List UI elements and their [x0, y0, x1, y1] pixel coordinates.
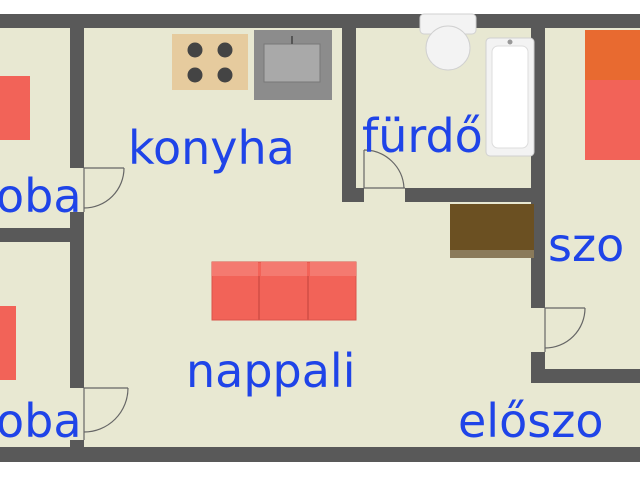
hall-top-wall	[531, 369, 640, 383]
right-partition-lower	[531, 352, 545, 372]
bathtub	[485, 37, 535, 157]
left-partition-middle	[70, 212, 84, 388]
kitchen-sink	[254, 30, 332, 100]
bath-bottom-wall-right	[405, 188, 545, 202]
door-right-room	[544, 307, 586, 352]
bottom-wall	[0, 447, 640, 462]
sofa	[211, 261, 357, 321]
bath-bottom-wall-left	[342, 188, 364, 202]
room-label-eloszoba: előszo	[458, 394, 603, 448]
bed-left-bottom	[0, 306, 16, 380]
room-label-furdo: fürdő	[362, 109, 483, 163]
top-wall	[0, 14, 640, 28]
bed	[585, 30, 640, 160]
room-label-konyha: konyha	[128, 121, 295, 175]
doors	[83, 149, 586, 440]
walls	[0, 14, 640, 462]
door-left-top	[83, 167, 125, 212]
room-label-szoba-right: szo	[548, 218, 624, 272]
room-label-szoba-left-bottom: oba	[0, 394, 82, 448]
room-label-szoba-left-top: oba	[0, 169, 82, 223]
left-partition-lower	[70, 440, 84, 452]
bath-left-wall	[342, 22, 356, 202]
room-label-nappali: nappali	[186, 344, 356, 398]
door-left-bottom	[83, 387, 129, 440]
toilet	[419, 13, 477, 71]
bed-left-top	[0, 76, 30, 140]
table	[450, 204, 534, 258]
left-rooms-divider	[0, 228, 84, 242]
left-partition-upper	[70, 22, 84, 168]
stove	[172, 34, 248, 90]
door-bathroom	[363, 149, 405, 189]
